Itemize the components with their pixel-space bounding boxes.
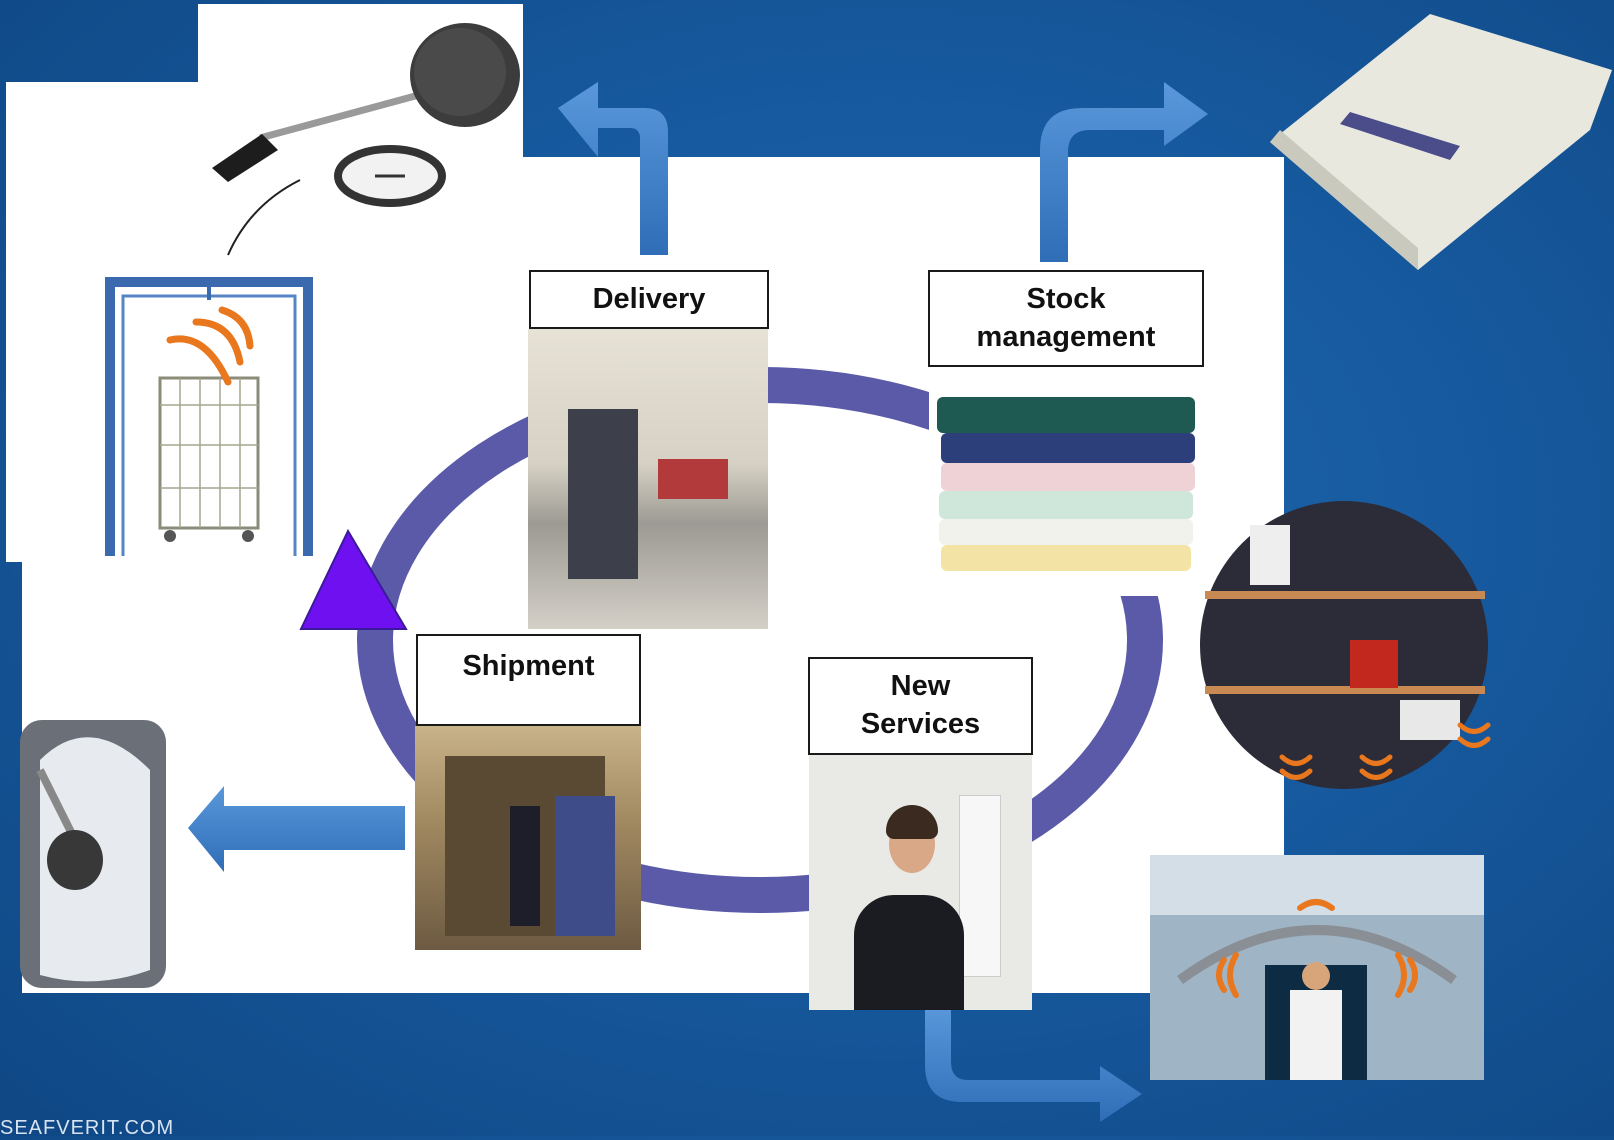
shipment-photo [415, 726, 641, 950]
stage-label-shipment: Shipment [416, 634, 641, 726]
arrow-delivery [558, 82, 668, 255]
cycle-direction-triangle [299, 528, 408, 630]
services-photo [809, 755, 1032, 1010]
footer-watermark: SEAFVERIT.COM [0, 1117, 175, 1139]
stage-label-delivery: Delivery [529, 270, 769, 329]
clothing-shelves-icon [1200, 501, 1491, 789]
stage-label-new-services: New Services [808, 657, 1033, 755]
rfid-wand-reader-icon [212, 23, 520, 256]
revolving-door-icon [1150, 855, 1484, 1080]
delivery-photo [528, 329, 768, 629]
laundry-bag-icon [20, 720, 166, 988]
stage-label-stock-management: Stock management [928, 270, 1204, 367]
arrow-stock [1040, 82, 1208, 262]
stock-photo [929, 367, 1203, 596]
rfid-portal-gate-icon [105, 277, 313, 556]
arrow-shipment [188, 786, 405, 872]
rfid-antenna-pad-icon [1270, 14, 1612, 270]
arrow-services [925, 1005, 1142, 1122]
